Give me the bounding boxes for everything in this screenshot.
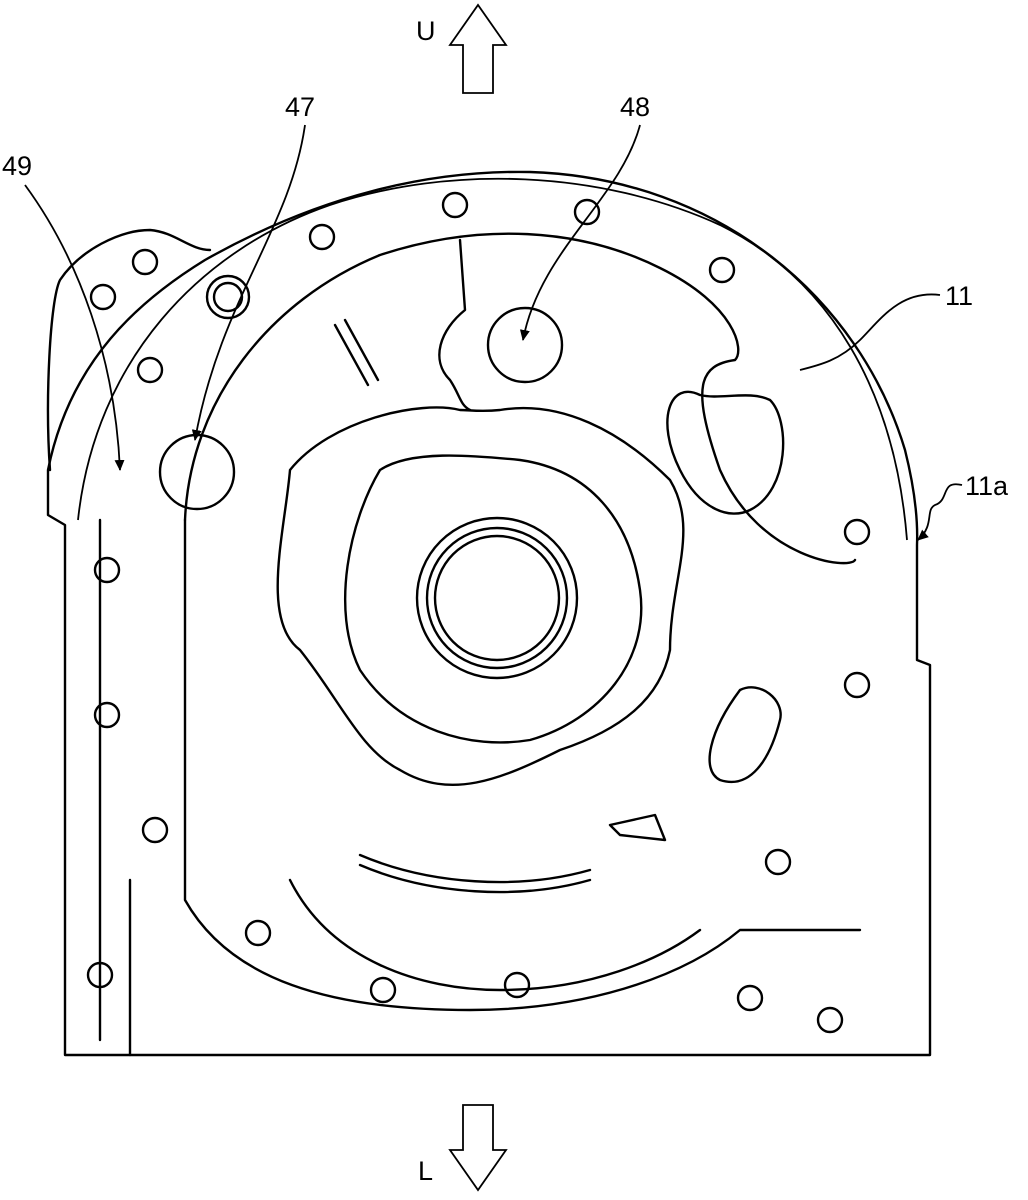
up-direction-label: U [416, 16, 436, 46]
down-direction-label: L [418, 1156, 433, 1186]
label-49: 49 [2, 151, 32, 181]
inner-ring [98, 232, 862, 1057]
slots [333, 238, 785, 894]
down-direction-arrow [448, 1104, 508, 1192]
label-11: 11 [945, 281, 973, 311]
bolt-holes [86, 191, 871, 1034]
bore-outer [415, 516, 579, 680]
label-47: 47 [285, 92, 315, 122]
leader-49 [24, 184, 125, 471]
up-direction-arrow [448, 3, 508, 94]
leader-48 [519, 124, 641, 341]
port-48-circle [486, 306, 564, 384]
label-48: 48 [620, 92, 650, 122]
central-hub [276, 406, 685, 787]
leader-11 [799, 293, 941, 371]
leader-47 [191, 124, 306, 441]
housing-outline [46, 170, 932, 1057]
leader-11a [917, 483, 963, 541]
label-11a: 11a [965, 471, 1009, 501]
bore-inner [433, 534, 561, 662]
